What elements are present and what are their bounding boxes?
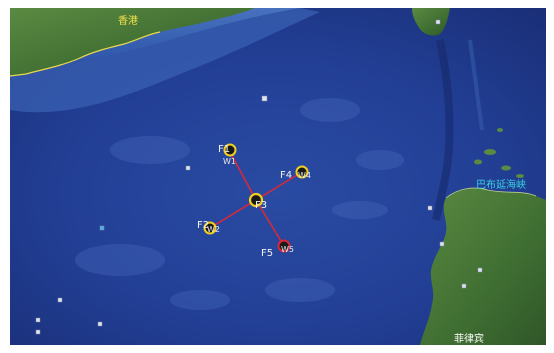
taiwan-land <box>412 8 450 36</box>
station-f4-label: F4 <box>280 170 292 181</box>
luzon-land <box>420 188 546 345</box>
station-f2-label: F2 <box>197 220 209 231</box>
link-f3-f1 <box>229 151 257 201</box>
frame-bottom <box>0 345 554 353</box>
place-label-coast: 香港 <box>118 15 138 27</box>
station-f1-sub: W1 <box>223 157 236 166</box>
station-f3[interactable]: F3 <box>248 192 267 211</box>
seafloor-texture <box>75 98 404 310</box>
station-f5-label: F5 <box>261 248 273 259</box>
island <box>501 165 511 171</box>
link-f3-f5 <box>255 199 285 247</box>
station-f5[interactable]: F5 W5 <box>261 239 294 260</box>
frame-right <box>546 0 554 353</box>
link-f3-f2 <box>209 199 257 229</box>
link-f3-f4 <box>255 171 303 201</box>
island <box>474 159 482 165</box>
trench-ridge <box>468 39 484 131</box>
reef-markers <box>35 19 483 335</box>
station-f2[interactable]: F2 W2 <box>197 220 220 235</box>
station-f5-sub: W5 <box>281 245 294 254</box>
island <box>484 149 496 155</box>
place-label-philippines: 菲律宾 <box>454 332 484 345</box>
station-f1[interactable]: F1 W1 <box>218 143 237 166</box>
station-f4[interactable]: F4 W4 <box>280 165 311 182</box>
station-f2-sub: W2 <box>207 225 220 234</box>
frame-top <box>0 0 554 8</box>
island <box>497 128 503 132</box>
china-coastline <box>9 31 161 77</box>
luzon-coastline <box>445 187 537 199</box>
china-coast-land <box>10 8 255 76</box>
station-links <box>209 151 303 247</box>
place-label-strait: 巴布延海峡 <box>476 178 526 191</box>
frame-left <box>0 0 10 353</box>
shelf-edge <box>10 8 320 113</box>
station-f1-label: F1 <box>218 144 230 155</box>
station-f4-sub: W4 <box>298 171 311 180</box>
station-f3-label: F3 <box>255 200 267 211</box>
trench-ridge <box>432 39 454 221</box>
island <box>516 174 524 178</box>
